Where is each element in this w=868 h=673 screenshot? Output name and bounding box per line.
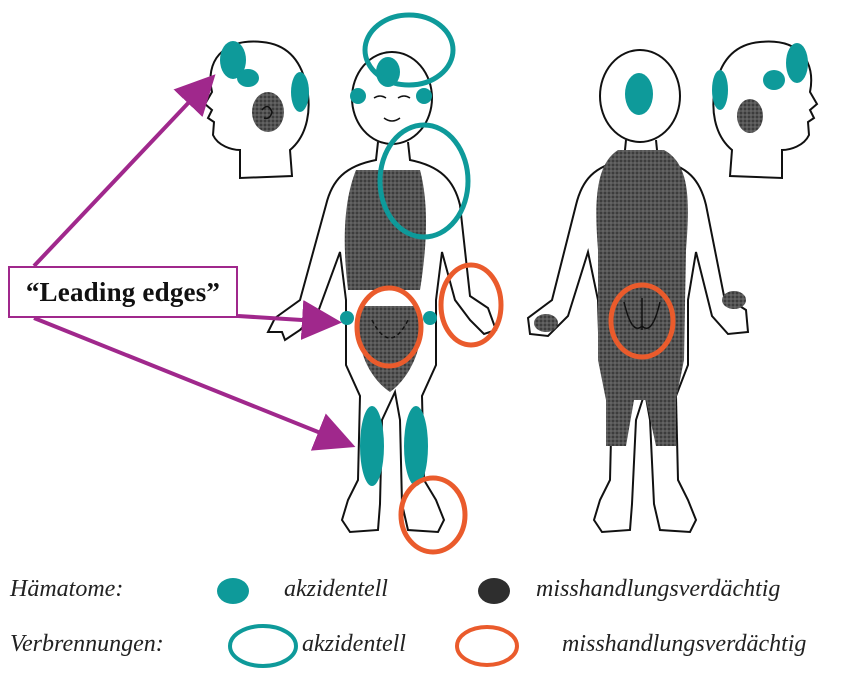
- bruise-accidental-forehead-right: [786, 43, 808, 83]
- leading-edges-label: “Leading edges”: [26, 277, 220, 308]
- legend-bruise-suspicious-dot: [478, 578, 510, 604]
- bruise-accidental-occiput-left: [291, 72, 309, 112]
- bruise-accidental-back-head: [625, 73, 653, 115]
- leading-edges-arrows: [34, 80, 348, 444]
- bruise-accidental-occiput-right: [712, 70, 728, 110]
- legend-burn-accidental-label: akzidentell: [302, 631, 406, 658]
- legend-burns-heading: Verbrennungen:: [10, 631, 164, 658]
- arrow-to-hip: [238, 316, 334, 322]
- burn-suspicious-hand: [441, 265, 501, 345]
- bruise-accidental-shin-right: [404, 406, 428, 486]
- arrow-to-shin: [34, 318, 348, 444]
- ear-shaded-left: [252, 92, 284, 132]
- bruise-accidental-front-temple-left: [350, 88, 366, 104]
- legend-bruise-accidental-label: akzidentell: [284, 576, 388, 603]
- palm-shaded-right: [722, 291, 746, 309]
- head-profile-right: [712, 42, 817, 178]
- legend-burn-accidental-ring: [230, 626, 296, 666]
- burn-suspicious-foot: [401, 478, 465, 552]
- legend-bruises-heading: Hämatome:: [10, 576, 123, 603]
- legend-bruise-accidental-dot: [217, 578, 249, 604]
- bruise-accidental-front-hip-left: [340, 311, 354, 325]
- genital-area-shaded: [359, 306, 421, 392]
- burn-accidental-head: [365, 15, 453, 85]
- ear-shaded-right: [737, 99, 763, 133]
- legend-bruise-suspicious-label: misshandlungsverdächtig: [536, 576, 780, 603]
- head-profile-left: [205, 41, 309, 178]
- arrow-to-head: [34, 80, 210, 266]
- palm-shaded-left: [534, 314, 558, 332]
- bruise-accidental-front-temple-right: [416, 88, 432, 104]
- legend-burn-suspicious-label: misshandlungsverdächtig: [562, 631, 806, 658]
- bruise-accidental-crown-left: [237, 69, 259, 87]
- bruise-accidental-crown-right: [763, 70, 785, 90]
- leading-edges-callout: “Leading edges”: [8, 266, 238, 318]
- bruise-accidental-front-hip-right: [423, 311, 437, 325]
- bruise-accidental-shin-left: [360, 406, 384, 486]
- legend-burn-suspicious-ring: [457, 627, 517, 665]
